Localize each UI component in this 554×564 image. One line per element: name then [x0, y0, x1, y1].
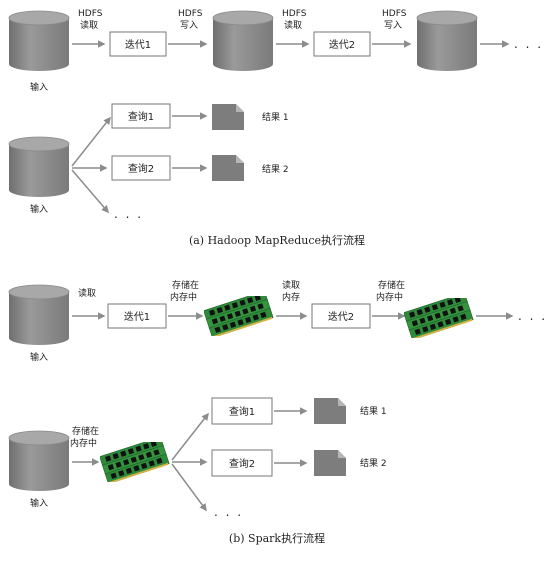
iteration-1-label: 迭代1 — [125, 39, 151, 51]
store-memory-label-a: 存储在 — [72, 425, 99, 437]
store-memory-label-1b: 内存中 — [170, 291, 197, 303]
read-memory-label-b: 内存 — [282, 291, 300, 303]
section-b: 输入 读取 迭代1 存储在 内存中 读取 内存 迭代2 存储在 内存中 . . … — [8, 279, 547, 545]
iteration-2-label: 迭代2 — [329, 39, 355, 51]
b-top-row: 输入 读取 迭代1 存储在 内存中 读取 内存 迭代2 存储在 内存中 . . … — [8, 279, 547, 363]
arrow — [171, 463, 207, 512]
result-2-label: 结果 2 — [360, 457, 387, 469]
disk-icon — [212, 10, 274, 72]
result-document-icon — [314, 398, 346, 424]
query-2-label: 查询2 — [229, 457, 255, 470]
iteration-1-box — [107, 303, 167, 329]
memory-ram-icon — [100, 442, 170, 482]
store-memory-label-b: 内存中 — [70, 437, 97, 449]
hdfs-write-label-1b: 写入 — [180, 20, 198, 31]
arrow — [71, 116, 111, 167]
disk-icon — [8, 430, 70, 492]
iteration-2-label: 迭代2 — [328, 311, 354, 323]
disk-icon — [8, 284, 70, 346]
result-document-icon — [212, 155, 244, 181]
a-bottom-row: 输入 查询1 结果 1 查询2 结果 2 . . . — [8, 103, 289, 221]
disk-icon — [8, 136, 70, 198]
memory-ram-icon — [404, 298, 474, 338]
hdfs-read-label-1b: 读取 — [80, 19, 98, 31]
section-a: 输入 HDFS 读取 迭代1 HDFS 写入 HDFS 读取 迭代2 HDFS … — [8, 9, 543, 247]
query-1-box — [211, 397, 273, 425]
query-1-box — [111, 103, 171, 129]
query-1-label: 查询1 — [229, 405, 255, 418]
result-1-label: 结果 1 — [360, 405, 387, 417]
ellipsis: . . . — [514, 37, 543, 51]
memory-ram-icon — [204, 296, 274, 336]
result-1-label: 结果 1 — [262, 111, 289, 123]
store-memory-label-1a: 存储在 — [172, 279, 199, 291]
arrow — [71, 169, 109, 214]
hdfs-read-label-1a: HDFS — [78, 9, 103, 19]
hdfs-write-label-2b: 写入 — [384, 20, 402, 31]
hdfs-write-label-2a: HDFS — [382, 9, 407, 19]
iteration-1-box — [109, 31, 167, 57]
read-label: 读取 — [78, 287, 96, 299]
result-document-icon — [314, 450, 346, 476]
store-memory-label-2a: 存储在 — [378, 279, 405, 291]
query-2-box — [211, 449, 273, 477]
iteration-1-label: 迭代1 — [124, 311, 150, 323]
store-memory-label-2b: 内存中 — [376, 291, 403, 303]
result-2-label: 结果 2 — [262, 163, 289, 175]
input-label: 输入 — [30, 351, 48, 363]
hdfs-read-label-2a: HDFS — [282, 9, 307, 19]
ellipsis: . . . — [214, 505, 243, 519]
b-bottom-row: 输入 存储在 内存中 查询1 结果 1 查询2 结果 2 . . . — [8, 397, 387, 519]
query-2-box — [111, 155, 171, 181]
arrow — [171, 412, 209, 461]
ellipsis: . . . — [114, 207, 143, 221]
result-document-icon — [212, 104, 244, 130]
a-top-row: 输入 HDFS 读取 迭代1 HDFS 写入 HDFS 读取 迭代2 HDFS … — [8, 9, 543, 93]
query-2-label: 查询2 — [128, 162, 154, 175]
caption-b: (b) Spark执行流程 — [229, 531, 325, 545]
caption-a: (a) Hadoop MapReduce执行流程 — [189, 233, 365, 247]
disk-icon — [416, 10, 478, 72]
hdfs-write-label-1a: HDFS — [178, 9, 203, 19]
hdfs-read-label-2b: 读取 — [284, 19, 302, 31]
read-memory-label-a: 读取 — [282, 279, 300, 291]
input-label: 输入 — [30, 203, 48, 215]
input-label: 输入 — [30, 81, 48, 93]
iteration-2-box — [311, 303, 371, 329]
query-1-label: 查询1 — [128, 110, 154, 123]
ellipsis: . . . — [518, 309, 547, 323]
iteration-2-box — [313, 31, 371, 57]
disk-icon — [8, 10, 70, 72]
input-label: 输入 — [30, 497, 48, 509]
